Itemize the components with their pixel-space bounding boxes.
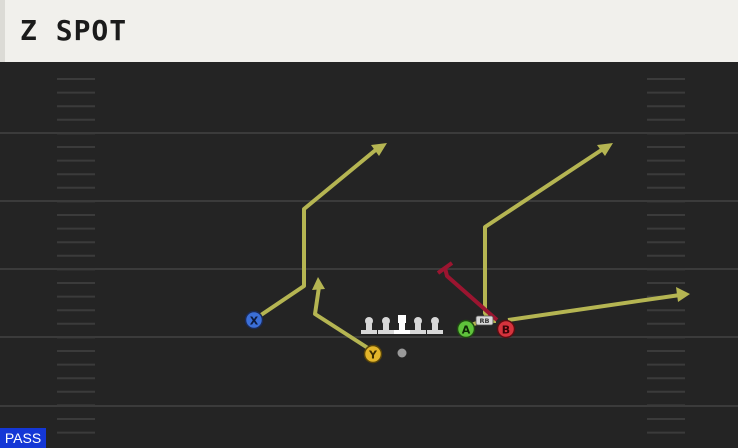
quarterback-marker [397, 348, 407, 358]
player-x-label: X [250, 315, 259, 328]
lineman [427, 317, 443, 334]
play-header: Z SPOT [0, 0, 738, 62]
field-surface [0, 62, 738, 448]
lineman [361, 317, 377, 334]
play-title: Z SPOT [20, 14, 128, 47]
offensive-line [361, 315, 443, 334]
player-b[interactable]: B [496, 319, 516, 339]
player-x[interactable]: X [244, 310, 264, 330]
rb-tag-label: RB [480, 317, 490, 325]
player-y[interactable]: Y [363, 344, 383, 364]
b-deep-arrowhead [597, 143, 613, 156]
player-a-label: A [462, 324, 471, 337]
rb-block-route [436, 261, 499, 322]
play-type-badge: PASS [0, 428, 46, 448]
hash-marks-right [647, 78, 685, 434]
lineman [378, 317, 394, 334]
b-flat-arrowhead [676, 287, 690, 302]
center [394, 315, 410, 334]
header-shade [0, 0, 5, 62]
player-y-label: Y [368, 349, 378, 362]
yard-lines [0, 132, 738, 407]
y-route-arrowhead [312, 277, 325, 290]
x-route [256, 146, 380, 319]
play-field: X Y A B RB [0, 62, 738, 448]
route-arrowheads [312, 143, 690, 302]
player-b-label: B [502, 324, 510, 337]
lineman [410, 317, 426, 334]
y-route [313, 286, 373, 352]
player-a[interactable]: A [456, 319, 476, 339]
b-route-flat [507, 293, 681, 322]
x-route-arrowhead [371, 143, 387, 156]
hash-marks-left [57, 78, 95, 434]
rb-tag: RB [475, 315, 494, 326]
